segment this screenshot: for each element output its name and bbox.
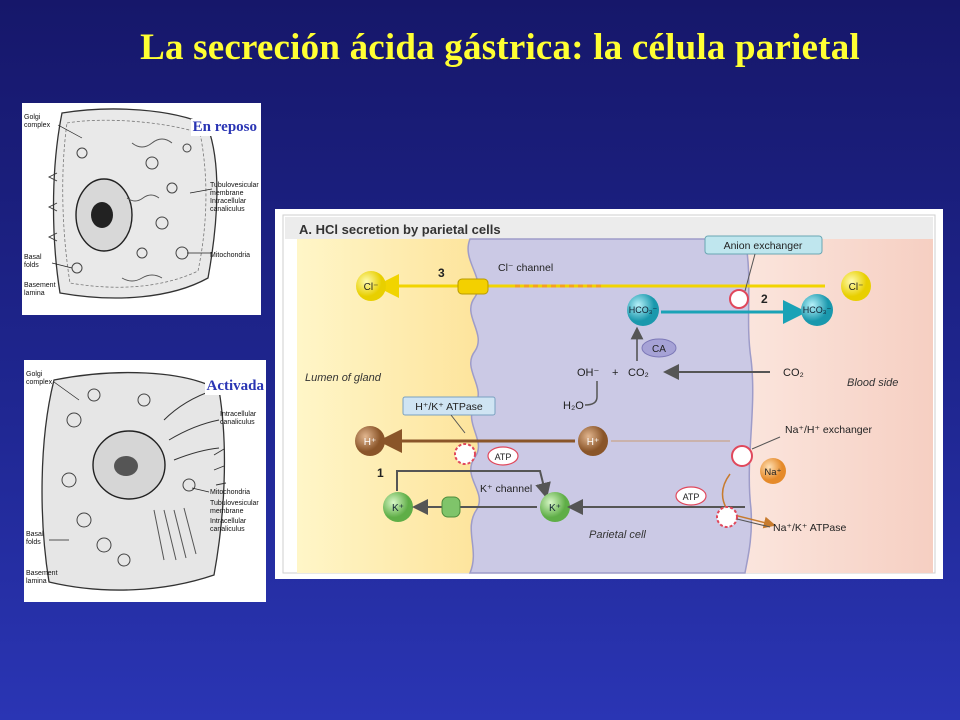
activated-label-golgi: Golgi [26,371,43,378]
chloride-channel [457,278,489,295]
co2-blood-label: CO₂ [783,367,804,379]
activated-label-canal2: Intracellular [210,518,247,525]
potassium-ion-cell [540,492,570,522]
carbonic-anhydrase-enzyme [641,338,677,358]
activated-label-canal2-2: canaliculus [210,526,245,533]
atp-badge-1-label: ATP [495,452,512,462]
potassium-recycle-arrow [396,470,551,499]
activated-cell-illustration: Golgi complex Intracellular canaliculus … [24,360,266,602]
chloride-ion-lumen-label: Cl⁻ [364,282,379,293]
activated-state-label: Activada [204,378,266,395]
anion-exchanger-transporter [729,289,749,309]
bicarbonate-ion-blood-label: HCO₃⁻ [803,305,832,315]
activated-label-lamina-2: lamina [26,578,47,585]
parietal-cell-body [467,238,754,574]
activated-label-basal-2: folds [26,539,41,546]
activated-label-tubulo: Tubulovesicular [210,500,259,507]
activated-label-basal: Basal [26,531,44,538]
resting-label-tubulo-2: membrane [210,190,244,197]
pathway-number-2: 2 [761,292,768,306]
potassium-ion-lumen [383,492,413,522]
figure-title: A. HCl secretion by parietal cells [299,222,501,237]
hydrogen-ion-cell [578,426,608,456]
atp-badge-2-label: ATP [683,492,700,502]
activated-label-tubulo-2: membrane [210,508,244,515]
activated-cell-drawing [41,371,227,591]
hydrogen-ion-lumen-label: H⁺ [364,437,377,448]
bicarbonate-ion-cell [627,294,659,326]
hk-atpase-pump [454,443,476,465]
plus-sign: + [612,367,618,379]
resting-label-tubulo: Tubulovesicular [210,182,259,189]
activated-label-mito: Mitochondria [210,489,250,496]
na-h-exchanger-label: Na⁺/H⁺ exchanger [785,424,872,436]
resting-cell-illustration: Golgi complex Tubulovesicular membrane I… [22,103,261,315]
chloride-ion-blood-label: Cl⁻ [849,282,864,293]
hydrogen-ion-cell-label: H⁺ [587,437,600,448]
potassium-ion-cell-label: K⁺ [549,503,561,514]
resting-label-lamina-2: lamina [24,290,45,297]
chloride-channel-label: Cl⁻ channel [498,262,553,274]
resting-label-mito: Mitochondria [210,252,250,259]
pathway-number-3: 3 [438,266,445,280]
activated-label-canal-2: canaliculus [220,419,255,426]
sodium-ion [760,458,786,484]
parietal-cell-label: Parietal cell [589,529,646,541]
na-h-exchanger-transporter [731,445,753,467]
activated-label-canal: Intracellular [220,411,257,418]
slide-title: La secreción ácida gástrica: la célula p… [140,27,860,68]
co2-cell-label: CO₂ [628,367,649,379]
potassium-channel-label: K⁺ channel [480,483,532,495]
resting-label-golgi-2: complex [24,122,51,129]
carbonic-anhydrase-label: CA [652,344,666,355]
na-k-atpase-label: Na⁺/K⁺ ATPase [773,522,846,534]
na-k-atpase-pump [716,506,738,528]
resting-state-label: En reposo [190,119,259,136]
resting-label-basal-2: folds [24,262,39,269]
chloride-ion-blood [841,271,871,301]
resting-label-canal: Intracellular [210,198,247,205]
resting-label-basal: Basal [24,254,42,261]
hk-atpase-box [402,396,496,416]
lumen-label: Lumen of gland [305,372,382,384]
resting-label-golgi: Golgi [24,114,41,121]
anion-exchanger-label: Anion exchanger [724,240,803,252]
potassium-ion-lumen-label: K⁺ [392,503,404,514]
blood-side-label: Blood side [847,377,898,389]
water-arrow [584,381,598,406]
atp-badge-1 [487,446,519,466]
activated-label-lamina: Basement [26,570,58,577]
activated-label-golgi-2: complex [26,379,53,386]
resting-label-lamina: Basement [24,282,56,289]
resting-cell-drawing [47,108,218,299]
chloride-ion-lumen [356,271,386,301]
potassium-channel [441,496,461,518]
hcl-secretion-diagram: A. HCl secretion by parietal cells Lumen… [275,209,943,579]
resting-label-canal-2: canaliculus [210,206,245,213]
hydroxide-label: OH⁻ [577,367,600,379]
hk-atpase-label: H⁺/K⁺ ATPase [415,401,483,413]
pathway-number-1: 1 [377,466,384,480]
atp-badge-2 [675,486,707,506]
water-label: H₂O [563,400,584,412]
bicarbonate-ion-blood [801,294,833,326]
anion-exchanger-box [704,235,823,255]
sodium-ion-label: Na⁺ [764,467,781,478]
hydrogen-ion-lumen [355,426,385,456]
bicarbonate-ion-cell-label: HCO₃⁻ [629,305,658,315]
